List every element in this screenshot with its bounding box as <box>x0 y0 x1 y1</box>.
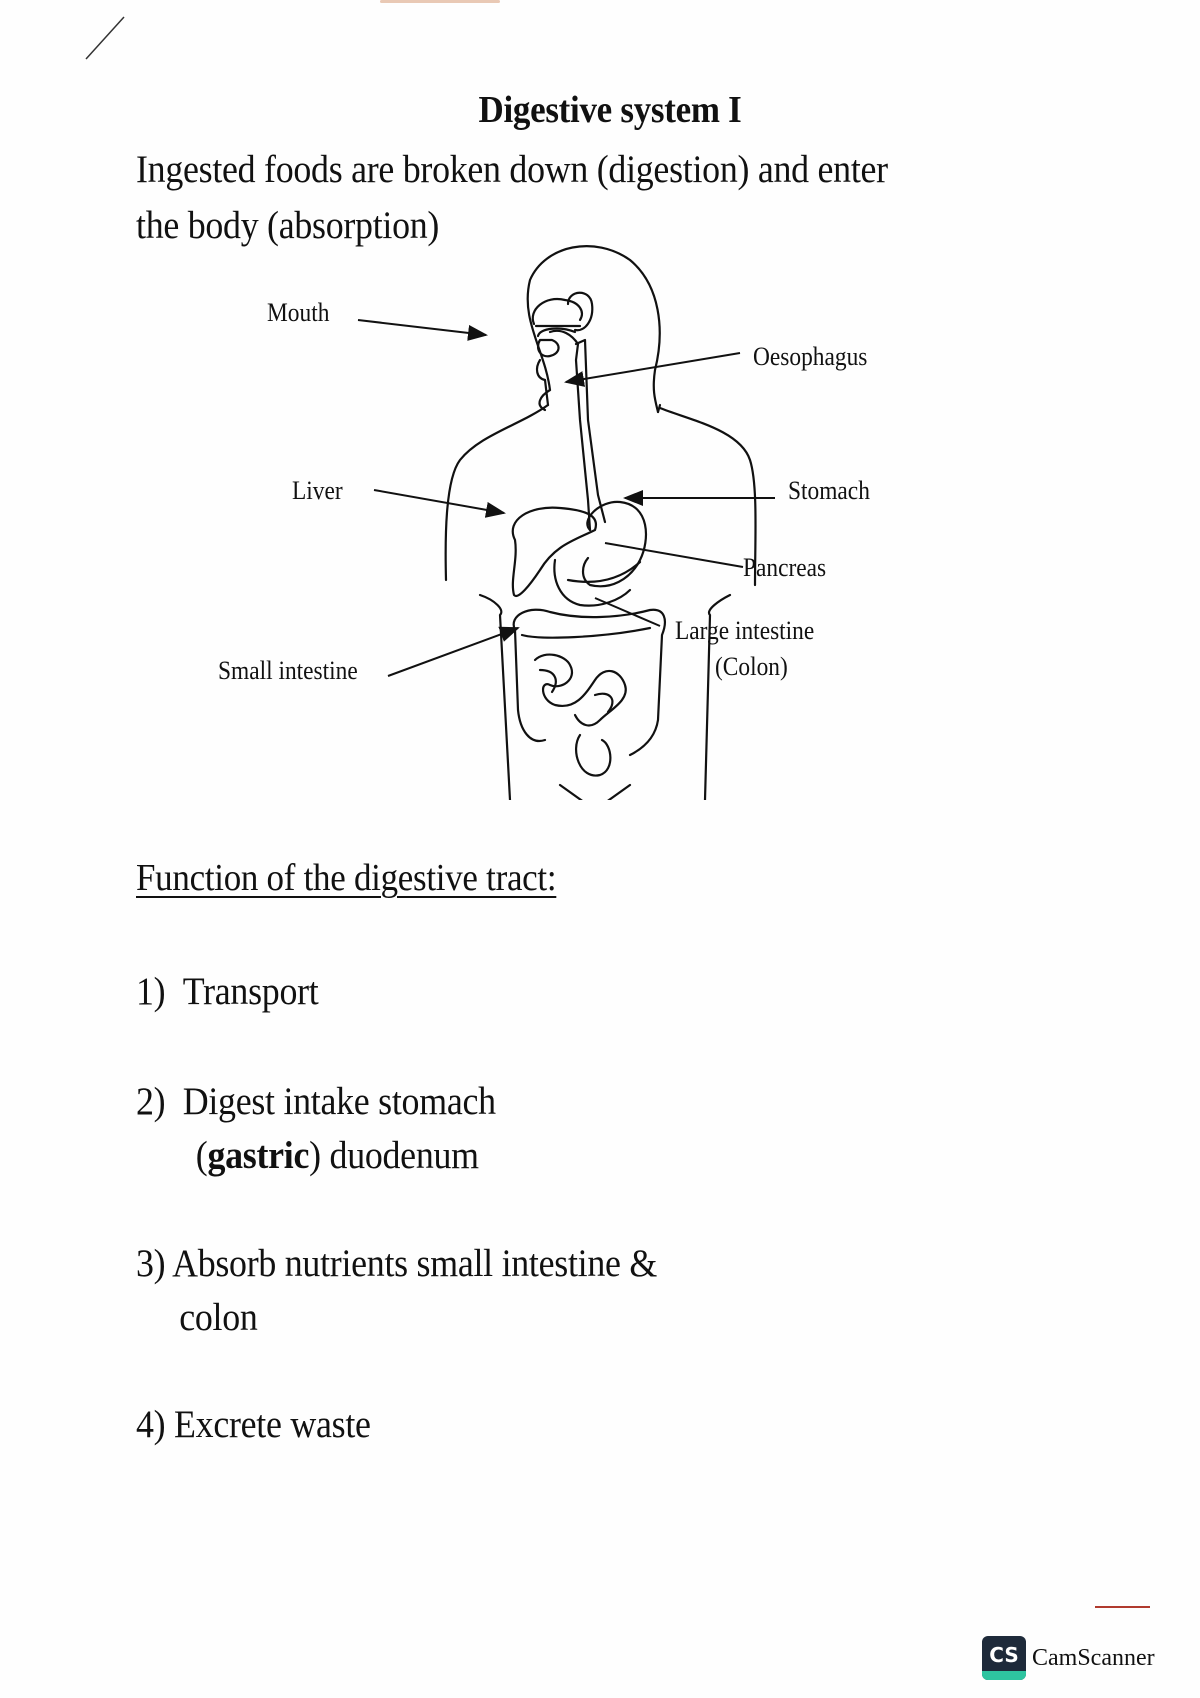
label-stomach: Stomach <box>788 476 870 505</box>
intro-line-2: the body (absorption) <box>136 204 440 247</box>
label-small-intestine: Small intestine <box>218 656 358 685</box>
camscanner-name: CamScanner <box>1032 1644 1155 1671</box>
label-mouth: Mouth <box>267 298 330 327</box>
intro-line-1: Ingested foods are broken down (digestio… <box>136 148 888 191</box>
label-colon: (Colon) <box>715 652 788 681</box>
digestive-system-diagram: Mouth Oesophagus Liver Stomach Pancreas … <box>200 240 1000 800</box>
camscanner-logo-icon: CS <box>982 1636 1026 1680</box>
page-title: Digestive system I <box>478 89 742 131</box>
label-pancreas: Pancreas <box>743 553 827 582</box>
section-heading: Function of the digestive tract: <box>136 857 557 899</box>
label-oesophagus: Oesophagus <box>753 342 868 371</box>
list-item-3: 3) Absorb nutrients small intestine & co… <box>136 1242 657 1339</box>
list-item-4: 4) Excrete waste <box>136 1403 371 1446</box>
list-item-2: 2) Digest intake stomach (gastric) duode… <box>136 1080 496 1177</box>
label-liver: Liver <box>292 476 343 505</box>
scan-smudge <box>380 0 500 3</box>
list-item-1: 1) Transport <box>136 970 319 1013</box>
bold-term: gastric <box>207 1134 310 1177</box>
intro-text: Ingested foods are broken down (digestio… <box>136 142 1019 254</box>
body-outline-illustration <box>357 245 775 800</box>
scan-edge-mark <box>1095 1606 1150 1608</box>
label-large-intestine: Large intestine <box>675 616 815 645</box>
camscanner-watermark: CS CamScanner <box>982 1635 1155 1681</box>
pen-mark <box>85 16 125 60</box>
